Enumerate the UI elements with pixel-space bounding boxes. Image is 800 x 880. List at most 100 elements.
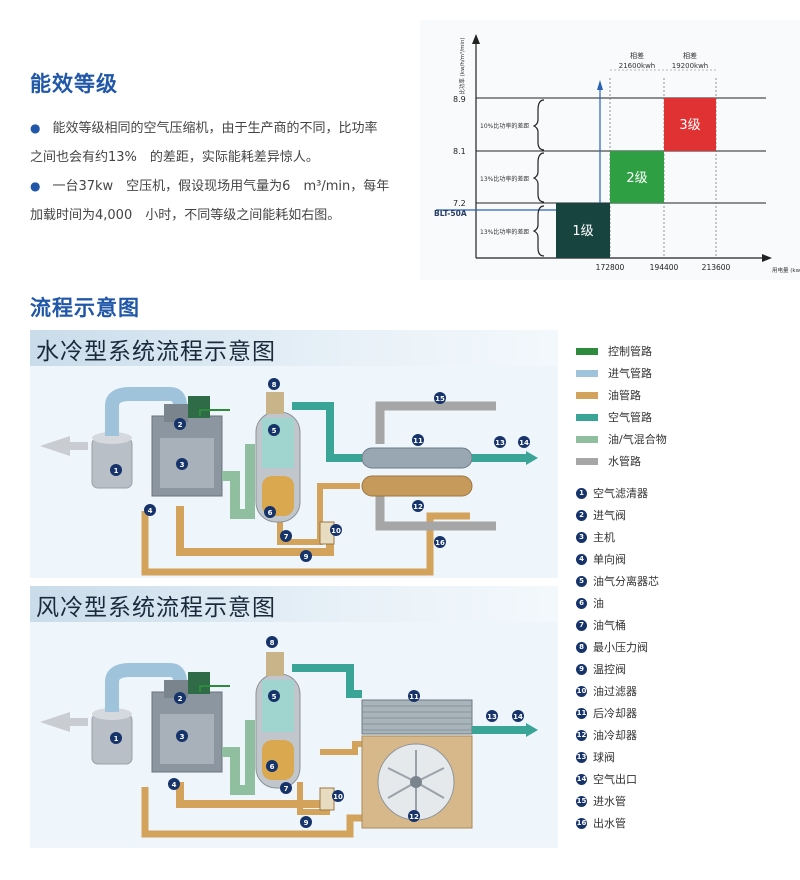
header1-line2: 21600kwh — [619, 62, 655, 70]
grade2-block — [610, 151, 664, 203]
brace-1 — [532, 99, 545, 151]
water-callout-5: 5 — [272, 427, 277, 435]
legend-pipe-water: 水管路 — [576, 454, 776, 468]
intake-valve — [188, 672, 210, 694]
air-callout-10: 10 — [333, 793, 343, 801]
water-panel-header: 水冷型系统流程示意图 — [30, 330, 558, 366]
y-axis-label: 比功率 (kw/h/m³/min) — [458, 37, 466, 94]
control-line — [199, 409, 230, 416]
section-title-flow: 流程示意图 — [30, 296, 140, 320]
water-callout-4: 4 — [148, 507, 153, 515]
grade3-block — [664, 98, 716, 151]
legend-pipe-control: 控制管路 — [576, 344, 776, 358]
oil-filter — [319, 787, 335, 811]
bullet1-line2: 之间也会有约13% 的差距，实际能耗差异惊人。 — [30, 150, 319, 165]
grade1-block — [556, 203, 610, 258]
legend-pipe-mixture: 油/气混合物 — [576, 432, 776, 446]
air-callout-5: 5 — [272, 693, 277, 701]
air-callout-3: 3 — [180, 733, 185, 741]
legend-pipe-air: 空气管路 — [576, 410, 776, 424]
x-tick-2: 194400 — [650, 263, 679, 272]
min-pressure-valve — [266, 392, 284, 414]
intake-valve — [188, 396, 210, 418]
outlet-arrow-icon — [526, 723, 538, 737]
outlet-arrow-icon — [526, 451, 538, 465]
air-pipe — [292, 402, 362, 462]
oil-cooler — [361, 475, 473, 497]
section-title-efficiency: 能效等级 — [30, 72, 118, 96]
diff-label-3: 13%比功率的差距 — [480, 228, 529, 236]
aftercooler — [361, 447, 473, 469]
water-callout-7: 7 — [284, 533, 289, 541]
air-filter — [91, 437, 133, 489]
air-callout-11: 11 — [409, 693, 419, 701]
air-callout-4: 4 — [172, 781, 177, 789]
x-axis-label: 用电量 (kwh) — [772, 266, 800, 274]
air-callout-8: 8 — [270, 639, 275, 647]
header2-line2: 19200kwh — [672, 62, 708, 70]
mixture-pipe — [222, 720, 255, 795]
min-pressure-valve — [266, 652, 284, 676]
air-callout-12: 12 — [409, 813, 419, 821]
water-callout-15: 15 — [435, 395, 445, 403]
air-callout-1: 1 — [114, 735, 119, 743]
blue-arrow-icon — [597, 80, 603, 90]
water-callout-11: 11 — [413, 437, 423, 445]
bullet2-line1: 一台37kw 空压机，假设现场用气量为6 m³/min，每年 — [52, 179, 390, 194]
water-callout-13: 13 — [495, 439, 505, 447]
water-callout-6: 6 — [268, 509, 273, 517]
ball-valve — [490, 452, 510, 464]
oil-pipe-long — [141, 511, 470, 576]
air-callout-6: 6 — [270, 763, 275, 771]
water-callout-8: 8 — [272, 381, 277, 389]
intake-arrow-icon — [40, 436, 88, 456]
water-callout-1: 1 — [114, 467, 119, 475]
mixture-pipe — [222, 444, 255, 519]
air-panel-header: 风冷型系统流程示意图 — [30, 586, 558, 622]
water-callout-14: 14 — [519, 439, 529, 447]
water-callout-10: 10 — [331, 527, 341, 535]
grade2-label: 2级 — [626, 171, 647, 186]
air-pipe — [292, 664, 362, 698]
air-callout-13: 13 — [487, 713, 497, 721]
bullet-icon: ● — [30, 179, 41, 193]
air-callouts: 1 2 3 4 5 6 7 8 9 10 11 12 13 14 — [110, 636, 524, 828]
energy-grade-chart: 比功率 (kw/h/m³/min) 用电量 (kwh) 8.9 8.1 7.2 … — [420, 20, 800, 280]
x-tick-1: 172800 — [596, 263, 625, 272]
diff-label-2: 13%比功率的差距 — [480, 175, 529, 183]
air-callout-7: 7 — [284, 785, 289, 793]
control-line — [199, 685, 230, 692]
water-callout-3: 3 — [180, 461, 185, 469]
water-callout-16: 16 — [435, 539, 445, 547]
y-tick-3: 7.2 — [453, 199, 466, 208]
model-label: BLT-50A — [434, 209, 467, 218]
intake-arrow-icon — [40, 712, 88, 732]
intake-pipe — [105, 663, 187, 712]
water-in-pipe — [375, 401, 496, 444]
x-axis-arrow-icon — [762, 254, 772, 262]
air-panel-title: 风冷型系统流程示意图 — [36, 595, 276, 621]
water-callout-9: 9 — [304, 553, 309, 561]
intake-pipe — [105, 387, 187, 436]
water-panel-title: 水冷型系统流程示意图 — [36, 339, 276, 365]
grade1-label: 1级 — [572, 224, 593, 239]
legend-pipe-oil: 油管路 — [576, 388, 776, 402]
bullet-icon: ● — [30, 121, 41, 135]
y-tick-2: 8.1 — [453, 147, 466, 156]
legend-pipe-intake: 进气管路 — [576, 366, 776, 380]
diff-label-1: 10%比功率的差距 — [480, 122, 529, 130]
y-tick-1: 8.9 — [453, 95, 466, 104]
brace-3 — [532, 205, 545, 257]
